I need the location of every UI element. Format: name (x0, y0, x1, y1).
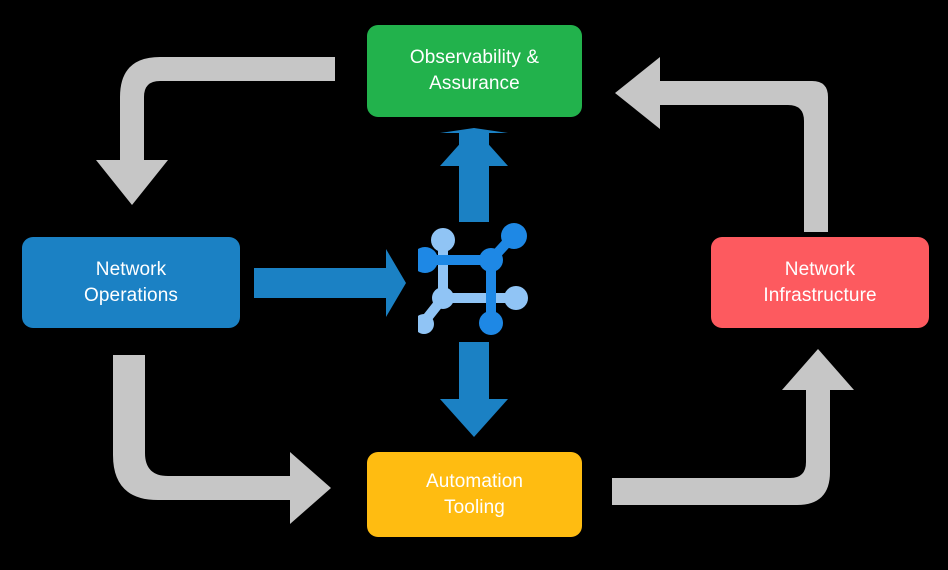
icon-node-right-light (504, 286, 528, 310)
blue-arrow-down-stem (459, 342, 489, 404)
blue-arrow-up-head (440, 128, 508, 166)
icon-node-left-dark (418, 247, 438, 273)
node-box-network-infrastructure[interactable]: Network Infrastructure (711, 237, 929, 328)
blue-arrow-down-head (440, 399, 508, 437)
icon-node-top-right-dark (501, 223, 527, 249)
node-box-observability[interactable]: Observability & Assurance (367, 25, 582, 117)
icon-node-mid-left-light (432, 287, 454, 309)
node-label-observability: Observability & Assurance (409, 47, 540, 94)
node-box-automation-tooling[interactable]: Automation Tooling (367, 452, 582, 537)
icon-node-bottom-left-light (418, 314, 434, 334)
icon-node-bottom-dark (479, 311, 503, 335)
node-label-network-operations: Network Operations (84, 258, 178, 306)
icon-node-center-dark (479, 248, 503, 272)
gray-elbow-arrow-bottom-left (113, 355, 331, 524)
network-topology-icon (418, 223, 528, 335)
blue-arrow-right (254, 249, 406, 317)
gray-elbow-arrow-bottom-right (612, 349, 854, 505)
gray-elbow-arrow-top-left (96, 57, 335, 205)
gray-elbow-arrow-top-right (615, 57, 828, 232)
blue-arrow-up-stem (459, 160, 489, 222)
node-label-automation-tooling: Automation Tooling (425, 470, 524, 518)
node-label-network-infrastructure: Network Infrastructure (763, 258, 877, 306)
icon-node-top-light (431, 228, 455, 252)
node-box-network-operations[interactable]: Network Operations (22, 237, 240, 328)
